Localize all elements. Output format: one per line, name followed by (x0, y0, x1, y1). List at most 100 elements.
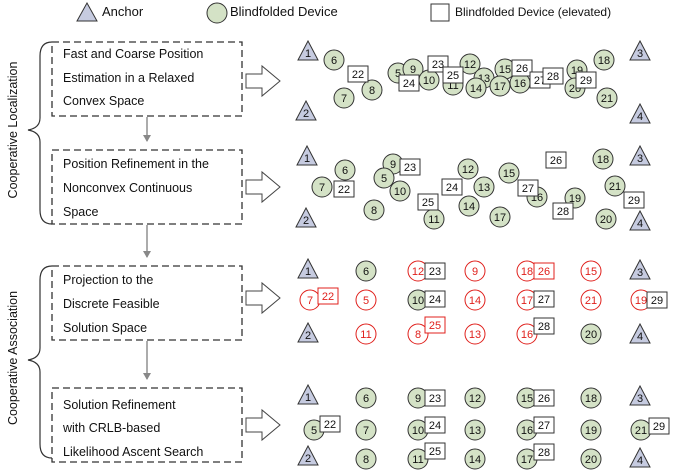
device-marker: 8 (363, 199, 385, 221)
device-label: 11 (447, 80, 458, 92)
device-circle-icon (580, 289, 602, 311)
device-marker: 6 (355, 260, 377, 282)
anchor-triangle-icon (629, 209, 651, 231)
elevated-device-label: 23 (429, 393, 441, 405)
device-label: 19 (569, 193, 581, 205)
elevated-square-icon (398, 74, 420, 92)
elevated-device-label: 26 (550, 155, 562, 167)
device-marker: 21 (630, 419, 652, 441)
elevated-device-label: 22 (322, 291, 334, 303)
device-marker: 6 (334, 159, 356, 181)
device-label: 6 (363, 266, 369, 278)
elevated-device-marker: 23 (399, 158, 421, 176)
anchor-label: 4 (637, 331, 643, 343)
device-label: 15 (499, 64, 511, 76)
step-3-line-1: Projection to the (63, 273, 153, 287)
group-label-localization: Cooperative Localization (6, 62, 20, 199)
device-label: 13 (469, 329, 481, 341)
elevated-square-icon (333, 180, 355, 198)
elevated-square-icon (533, 416, 555, 434)
elevated-square-icon (511, 59, 533, 77)
device-marker: 19 (580, 419, 602, 441)
elevated-device-marker: 26 (533, 262, 555, 280)
device-label: 14 (470, 83, 482, 95)
device-marker: 8 (361, 79, 383, 101)
elevated-device-label: 28 (538, 321, 550, 333)
step-3-line-3: Solution Space (63, 321, 147, 335)
device-label: 18 (597, 154, 609, 166)
anchor-marker: 2 (297, 321, 319, 343)
device-marker: 21 (596, 87, 618, 109)
device-label: 17 (521, 295, 533, 307)
device-label: 16 (514, 78, 526, 90)
device-label: 9 (410, 64, 416, 76)
elevated-device-marker: 22 (333, 180, 355, 198)
device-circle-icon (333, 87, 355, 109)
elevated-device-label: 25 (422, 197, 434, 209)
device-marker: 12 (464, 387, 486, 409)
device-label: 5 (363, 295, 369, 307)
elevated-device-marker: 23 (424, 262, 446, 280)
device-circle-icon (334, 159, 356, 181)
step-1-line-1: Fast and Coarse Position (63, 47, 203, 61)
elevated-square-icon (533, 290, 555, 308)
device-marker: 12 (457, 158, 479, 180)
device-label: 7 (319, 182, 325, 194)
elevated-square-icon (319, 415, 341, 433)
step-2-line-1: Position Refinement in the (63, 157, 209, 171)
elevated-device-label: 25 (429, 320, 441, 332)
device-label: 9 (472, 266, 478, 278)
right-arrow-4 (245, 408, 281, 442)
device-marker: 5 (373, 167, 395, 189)
device-circle-icon (580, 260, 602, 282)
anchor-triangle-icon (629, 144, 651, 166)
anchor-label: 1 (305, 48, 311, 60)
device-label: 15 (503, 168, 515, 180)
anchor-triangle-icon (297, 383, 319, 405)
elevated-device-label: 24 (403, 78, 415, 90)
device-label: 21 (609, 181, 621, 193)
anchor-triangle-icon (295, 206, 317, 228)
device-marker: 14 (465, 77, 487, 99)
elevated-device-label: 27 (522, 183, 534, 195)
device-marker: 10 (389, 180, 411, 202)
elevated-device-marker: 26 (533, 389, 555, 407)
device-marker: 8 (407, 323, 429, 345)
anchor-label: 3 (637, 267, 643, 279)
anchor-triangle-icon (295, 99, 317, 121)
anchor-label: 1 (305, 392, 311, 404)
legend-elevated-label: Blindfolded Device (elevated) (455, 5, 611, 19)
device-marker: 16 (516, 419, 538, 441)
device-circle-icon (473, 176, 495, 198)
device-label: 18 (585, 393, 597, 405)
device-label: 5 (381, 173, 387, 185)
anchor-label: 4 (637, 455, 643, 467)
anchor-marker: 1 (296, 144, 318, 166)
device-circle-icon (464, 260, 486, 282)
elevated-device-label: 29 (651, 295, 663, 307)
device-label: 9 (415, 393, 421, 405)
device-label: 16 (521, 329, 533, 341)
elevated-device-marker: 23 (424, 389, 446, 407)
device-marker: 15 (516, 387, 538, 409)
device-circle-icon (464, 289, 486, 311)
right-arrow-1 (245, 64, 281, 98)
elevated-device-marker: 25 (417, 193, 439, 211)
device-label: 8 (369, 85, 375, 97)
elevated-device-label: 29 (580, 75, 592, 87)
device-label: 10 (394, 186, 406, 198)
device-circle-icon (457, 158, 479, 180)
device-label: 11 (360, 329, 371, 341)
anchor-triangle-icon (629, 384, 651, 406)
anchor-marker: 3 (629, 144, 651, 166)
device-label: 12 (412, 266, 424, 278)
elevated-device-marker: 27 (517, 179, 539, 197)
device-circle-icon (311, 176, 333, 198)
elevated-device-label: 25 (429, 446, 441, 458)
device-label: 14 (469, 454, 481, 466)
device-circle-icon (355, 387, 377, 409)
device-marker: 15 (494, 58, 516, 80)
device-marker: 18 (592, 148, 614, 170)
